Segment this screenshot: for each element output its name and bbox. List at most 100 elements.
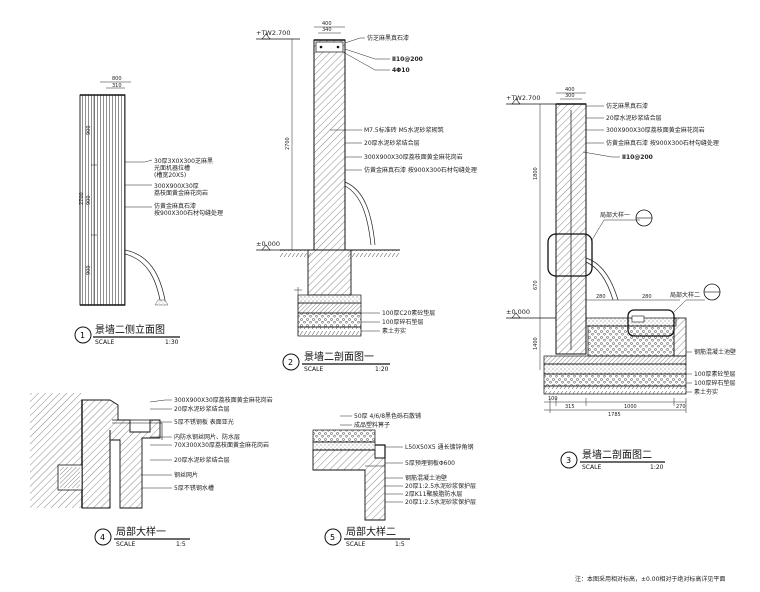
d4-note-7: 5厚不锈钢水槽 [174, 484, 214, 492]
d5-note-1: 成品塑料箅子 [354, 421, 390, 429]
d2-dim-top-1: 340 [322, 27, 332, 33]
d3-dim-side-0: 1800 [533, 167, 539, 180]
d3-detail-callout-1 [547, 233, 593, 277]
d1-dim-top-1: 310 [112, 83, 122, 89]
d1-dim-side-3: 900 [86, 265, 92, 275]
d1-title-block: 1 景墙二侧立面图 SCALE 1:30 [74, 323, 180, 346]
d3-level-top: +TW2.700 [506, 94, 540, 102]
d3-scale: 1:20 [650, 464, 664, 471]
d3-note-top-2: 300X900X30厚荔枝面黄金麻花岗岩 [606, 126, 705, 134]
d1-wall-elevation [79, 94, 126, 306]
d1-dim-side-0: 900 [86, 125, 92, 135]
d2-level-top: +TW2.700 [256, 29, 290, 37]
d3-dim-top-1: 300 [565, 93, 575, 99]
d2-note-mid-3: 仿黄金麻真石漆 按900X300石材勾缝处理 [364, 166, 477, 174]
d4-note-5: 20厚水泥砂浆结合层 [174, 456, 230, 464]
d1-note-2: (槽宽20X5) [154, 171, 186, 179]
d3-dim-bottom-4: 1785 [608, 412, 621, 418]
d3-note-top-4: Ⅱ10@200 [622, 154, 653, 161]
d2-title: 景墙二剖面图一 [304, 350, 374, 363]
d1-note-5: 仿黄金麻真石漆 [154, 202, 196, 210]
drawing-5-detail-two: 50厚 4/6/8黑色砾石散铺 成品塑料箅子 L50X50X5 通长镀锌角钢 5… [312, 412, 476, 548]
drawing-2-section-one: 400 340 +TW2.700 ±0.000 2700 仿芝麻黑真石漆 Ⅱ10… [256, 21, 477, 373]
d3-detail-label-1: 局部大样一 [600, 211, 630, 219]
d2-note-top-2: 4Φ10 [392, 67, 410, 74]
d4-note-6: 钢丝网片 [174, 471, 198, 479]
d3-note-base-3: 素土夯实 [694, 388, 718, 396]
d5-number: 5 [330, 533, 335, 542]
d1-note-3: 300X900X30厚 [154, 183, 199, 190]
drawing-4-detail-one: 300X900X30厚荔枝面黄金麻花岗岩 20厚水泥砂浆结合层 5厚不锈钢板 表… [30, 393, 273, 548]
d1-dim-side-1: 2700 [79, 192, 85, 205]
d5-note-0: 50厚 4/6/8黑色砾石散铺 [354, 412, 421, 420]
d1-scale-label: SCALE [95, 339, 114, 346]
d3-detail-label-2: 局部大样二 [670, 291, 700, 299]
d5-note-7: 20厚1:2.5水泥砂浆保护层 [405, 498, 476, 506]
d5-note-3: 5厚预埋钢板Φ600 [405, 459, 455, 467]
d3-note-top-3: 仿黄金麻真石漆 按900X300石材勾缝处理 [606, 139, 719, 147]
d3-note-base-0: 钢筋混凝土池壁 [694, 348, 736, 356]
d5-title: 局部大样二 [346, 525, 396, 538]
d4-scale-label: SCALE [116, 541, 135, 548]
d3-dim-inner-1: 280 [642, 294, 652, 300]
d4-scale: 1:5 [176, 541, 186, 548]
d3-dim-bottom-2: 1000 [624, 404, 637, 410]
d4-note-3: 内防水钢丝网片、防水层 [174, 433, 240, 441]
d2-wall-section [313, 39, 346, 251]
d2-note-base-0: 100厚C20素砼垫层 [382, 309, 435, 317]
d3-note-base-2: 100厚碎石垫层 [694, 379, 735, 387]
d5-note-2: L50X50X5 通长镀锌角钢 [405, 443, 474, 451]
d2-scale: 1:20 [375, 366, 389, 373]
d5-note-4: 钢筋混凝土池壁 [405, 474, 447, 482]
d4-note-1: 20厚水泥砂浆结合层 [174, 405, 230, 413]
d1-scale: 1:30 [165, 339, 179, 346]
d4-note-2: 5厚不锈钢板 表面亚光 [174, 418, 234, 426]
d1-title: 景墙二侧立面图 [95, 323, 165, 336]
drawing-3-section-two: 400 300 +TW2.700 ±0.000 1800 670 1400 仿芝… [506, 87, 736, 471]
d2-title-block: 2 景墙二剖面图一 SCALE 1:20 [282, 350, 390, 373]
d3-dim-top-0: 400 [565, 87, 575, 93]
d3-number: 3 [566, 456, 571, 465]
d3-dim-bottom-0: 100 [548, 396, 558, 402]
d3-dim-bottom-3: 270 [676, 404, 686, 410]
d2-level-zero: ±0.000 [256, 240, 280, 248]
d4-title-block: 4 局部大样一 SCALE 1:5 [94, 525, 190, 548]
d2-note-base-1: 100厚碎石垫层 [382, 318, 423, 326]
d3-note-top-0: 仿芝麻黑真石漆 [606, 102, 648, 110]
d3-title-block: 3 景墙二剖面图二 SCALE 1:20 [560, 448, 665, 471]
d1-number: 1 [80, 331, 85, 340]
d2-dim-side: 2700 [285, 137, 291, 150]
d2-note-mid-1: 20厚水泥砂浆结合层 [364, 139, 420, 147]
d2-number: 2 [288, 358, 293, 367]
d3-level-zero: ±0.000 [506, 308, 530, 316]
d5-note-6: 2厚K11聚胺脂防水层 [405, 490, 462, 498]
d2-note-top-1: Ⅱ10@200 [392, 56, 423, 63]
d5-scale-label: SCALE [346, 541, 365, 548]
d3-dim-inner-0: 280 [596, 294, 606, 300]
d4-number: 4 [100, 533, 105, 542]
d1-dim-top-0: 800 [112, 76, 122, 82]
d1-note-4: 荔枝面黄金麻花岗岩 [154, 189, 208, 197]
d2-note-top-0: 仿芝麻黑真石漆 [367, 34, 409, 42]
d2-dim-top-0: 400 [322, 21, 332, 27]
d3-note-base-1: 100厚素砼垫层 [694, 370, 735, 378]
d1-note-1: 光面机器拉槽 [154, 164, 190, 172]
sheet-footnote: 注：本图采用相对标高，±0.00相对于绝对标高详见平面 [575, 575, 725, 583]
d2-note-mid-0: M7.5标准砖 M5水泥砂浆砌筑 [364, 126, 444, 134]
d2-scale-label: SCALE [304, 366, 323, 373]
d3-title: 景墙二剖面图二 [582, 448, 652, 461]
d2-note-base-2: 素土夯实 [382, 327, 406, 335]
d3-dim-side-2: 1400 [533, 337, 539, 350]
d3-dim-bottom-1: 315 [565, 404, 575, 410]
d4-note-4: 70X300X30厚荔枝面黄金麻花岗岩 [174, 441, 269, 449]
d3-note-top-1: 20厚水泥砂浆结合层 [606, 114, 662, 122]
d5-scale: 1:5 [395, 541, 405, 548]
d4-note-0: 300X900X30厚荔枝面黄金麻花岗岩 [174, 396, 273, 404]
d4-title: 局部大样一 [116, 525, 166, 538]
drawing-1-side-elevation: 800 310 900 2700 900 900 30厚3X0X300芝麻黑 光… [74, 76, 223, 346]
d2-note-mid-2: 300X900X30厚荔枝面黄金麻花岗岩 [364, 153, 463, 161]
d1-note-0: 30厚3X0X300芝麻黑 [154, 157, 213, 165]
d1-dim-side-2: 900 [86, 195, 92, 205]
d5-title-block: 5 局部大样二 SCALE 1:5 [324, 525, 410, 548]
